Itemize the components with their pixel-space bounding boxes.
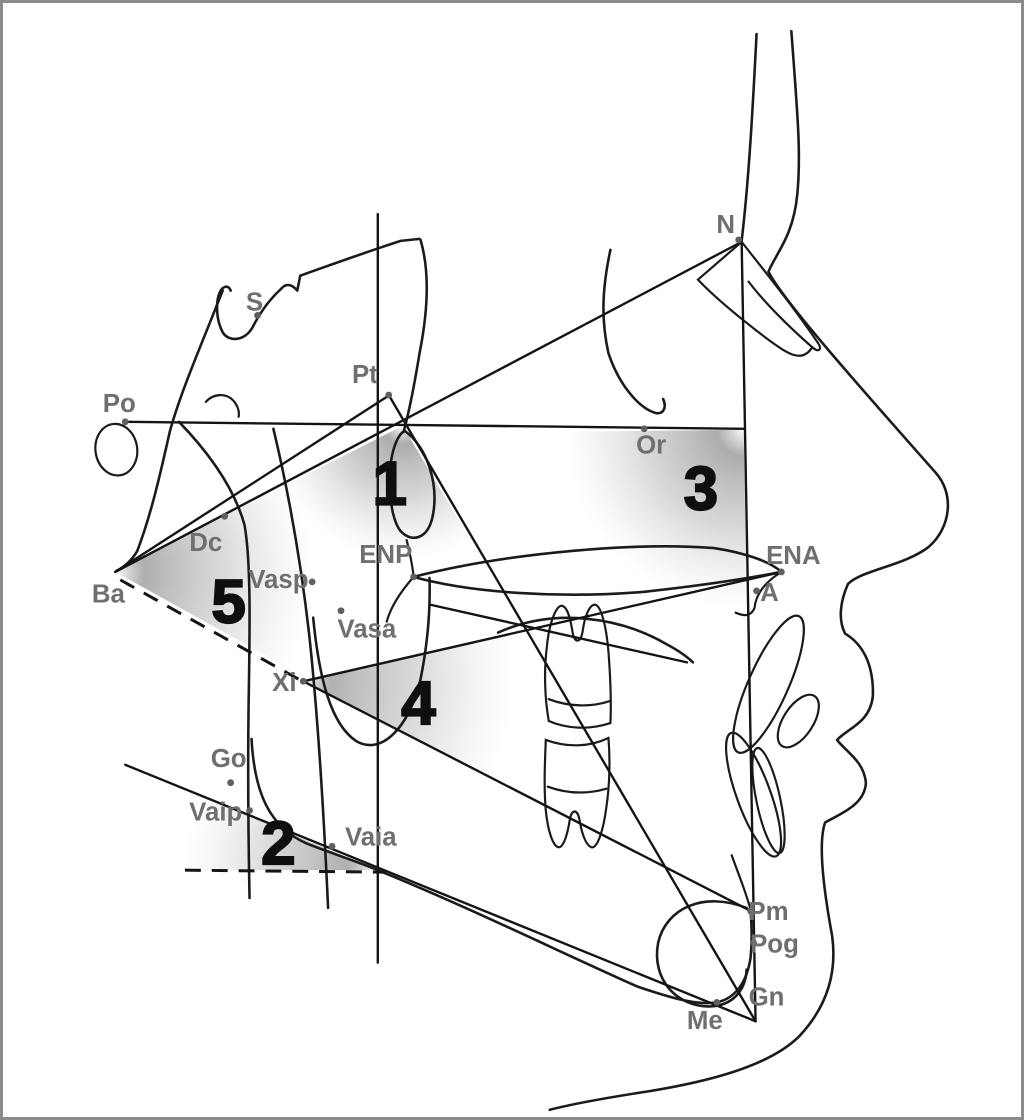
landmark-n-label: N (716, 211, 735, 239)
frankfort-horizontal-line (124, 420, 746, 430)
landmark-pt-label: Pt (352, 361, 378, 389)
landmark-go-dot (227, 779, 235, 787)
landmark-enp-dot (410, 573, 417, 581)
zygomatic-arc (496, 616, 695, 664)
orbital-rim-curve (602, 248, 666, 415)
landmark-pog-label: Pog (750, 931, 799, 959)
landmark-s-dot (254, 312, 261, 319)
analysis-lines (114, 212, 783, 1023)
corpus-axis-line (302, 680, 752, 913)
landmark-n-dot (735, 236, 743, 244)
lower-incisor-outline (724, 731, 783, 858)
landmark-pog-dot (750, 939, 757, 947)
sella-turcica-outline (215, 237, 421, 341)
landmark-vaia-label: Vaia (345, 823, 397, 851)
upper-incisor-crown (776, 693, 820, 749)
landmark-a-label: A (760, 579, 779, 607)
temporal-descent-curve (115, 289, 224, 573)
angle-5-wedge (115, 479, 315, 669)
facial-axis-line (387, 393, 757, 1023)
angle-number-4: 4 (401, 669, 435, 738)
landmark-ba-label: Ba (92, 581, 126, 609)
soft-tissue-profile-outline (548, 29, 950, 1112)
a-point-curve (734, 570, 783, 617)
landmark-vasp-dot (308, 578, 316, 586)
landmark-vasp-label: Vasp (248, 566, 308, 594)
xi-ena-line (302, 570, 783, 683)
horizontal-dashed-line (184, 868, 386, 874)
mandibular-plane-line (124, 763, 757, 1023)
nasal-bone-upper-edge (740, 240, 822, 352)
upper-molar-crown-line (547, 698, 611, 707)
porion-ring (94, 422, 139, 477)
pterygoid-plate-curve (402, 238, 429, 434)
occlusal-plane-line (429, 603, 689, 664)
upper-incisor-outline (732, 614, 805, 754)
basion-xi-dashed-line (119, 578, 303, 683)
landmark-gn-label: Gn (749, 983, 785, 1011)
landmark-me-dot (713, 999, 721, 1006)
basion-nasion-line (114, 240, 743, 574)
landmark-me-label: Me (687, 1007, 723, 1035)
landmark-or-dot (640, 425, 648, 433)
landmark-xi-label: Xi (272, 669, 296, 697)
landmark-pm-dot (747, 907, 754, 915)
angle-number-2: 2 (261, 809, 295, 878)
basion-pterygoid-line (114, 393, 391, 574)
landmark-ena-label: ENA (766, 542, 821, 570)
landmark-xi-dot (299, 677, 307, 685)
nasal-bone-lower-edge (696, 240, 814, 357)
landmark-pt-dot (385, 391, 393, 399)
skull-tracing (94, 29, 950, 1112)
landmark-vasa-dot (337, 607, 345, 615)
landmark-dc-label: Dc (189, 529, 222, 557)
ear-canal-arc (204, 394, 240, 418)
upper-molar-outline (543, 603, 612, 729)
palatal-upper-curve (412, 545, 783, 579)
landmark-vaip-label: Vaip (189, 798, 242, 826)
symphysis-outline (655, 900, 748, 1008)
b-point-curve (730, 854, 752, 912)
landmark-a-dot (753, 587, 760, 595)
ramus-posterior-border (177, 420, 251, 900)
facial-plane-line (740, 240, 757, 1023)
angle-number-3: 3 (684, 454, 718, 523)
ramus-anterior-border (272, 427, 330, 910)
pterygomaxillary-fissure (388, 429, 436, 540)
landmark-ena-dot (778, 568, 785, 576)
landmark-pm-label: Pm (748, 898, 788, 926)
lower-incisor-back (751, 746, 786, 855)
angle-number-1: 1 (373, 449, 407, 518)
lower-molar-outline (543, 736, 611, 849)
landmark-vasa-label: Vasa (337, 616, 397, 644)
landmark-go-label: Go (211, 745, 247, 773)
landmark-s-label: S (246, 288, 263, 316)
frontal-bone-outline (740, 32, 758, 243)
enp-tail-curve (385, 575, 415, 623)
landmark-dc-dot (221, 512, 229, 520)
landmark-enp-label: ENP (359, 541, 412, 569)
lower-molar-crown-line (546, 785, 608, 794)
landmark-po-dot (121, 418, 129, 426)
landmark-vaip-dot (246, 807, 253, 814)
landmark-or-label: Or (636, 432, 666, 460)
palatal-lower-curve (412, 570, 783, 596)
angle-3-wedge (564, 429, 747, 609)
landmark-vaia-dot (328, 842, 336, 850)
angle-number-5: 5 (212, 568, 246, 637)
landmark-po-label: Po (103, 390, 136, 418)
